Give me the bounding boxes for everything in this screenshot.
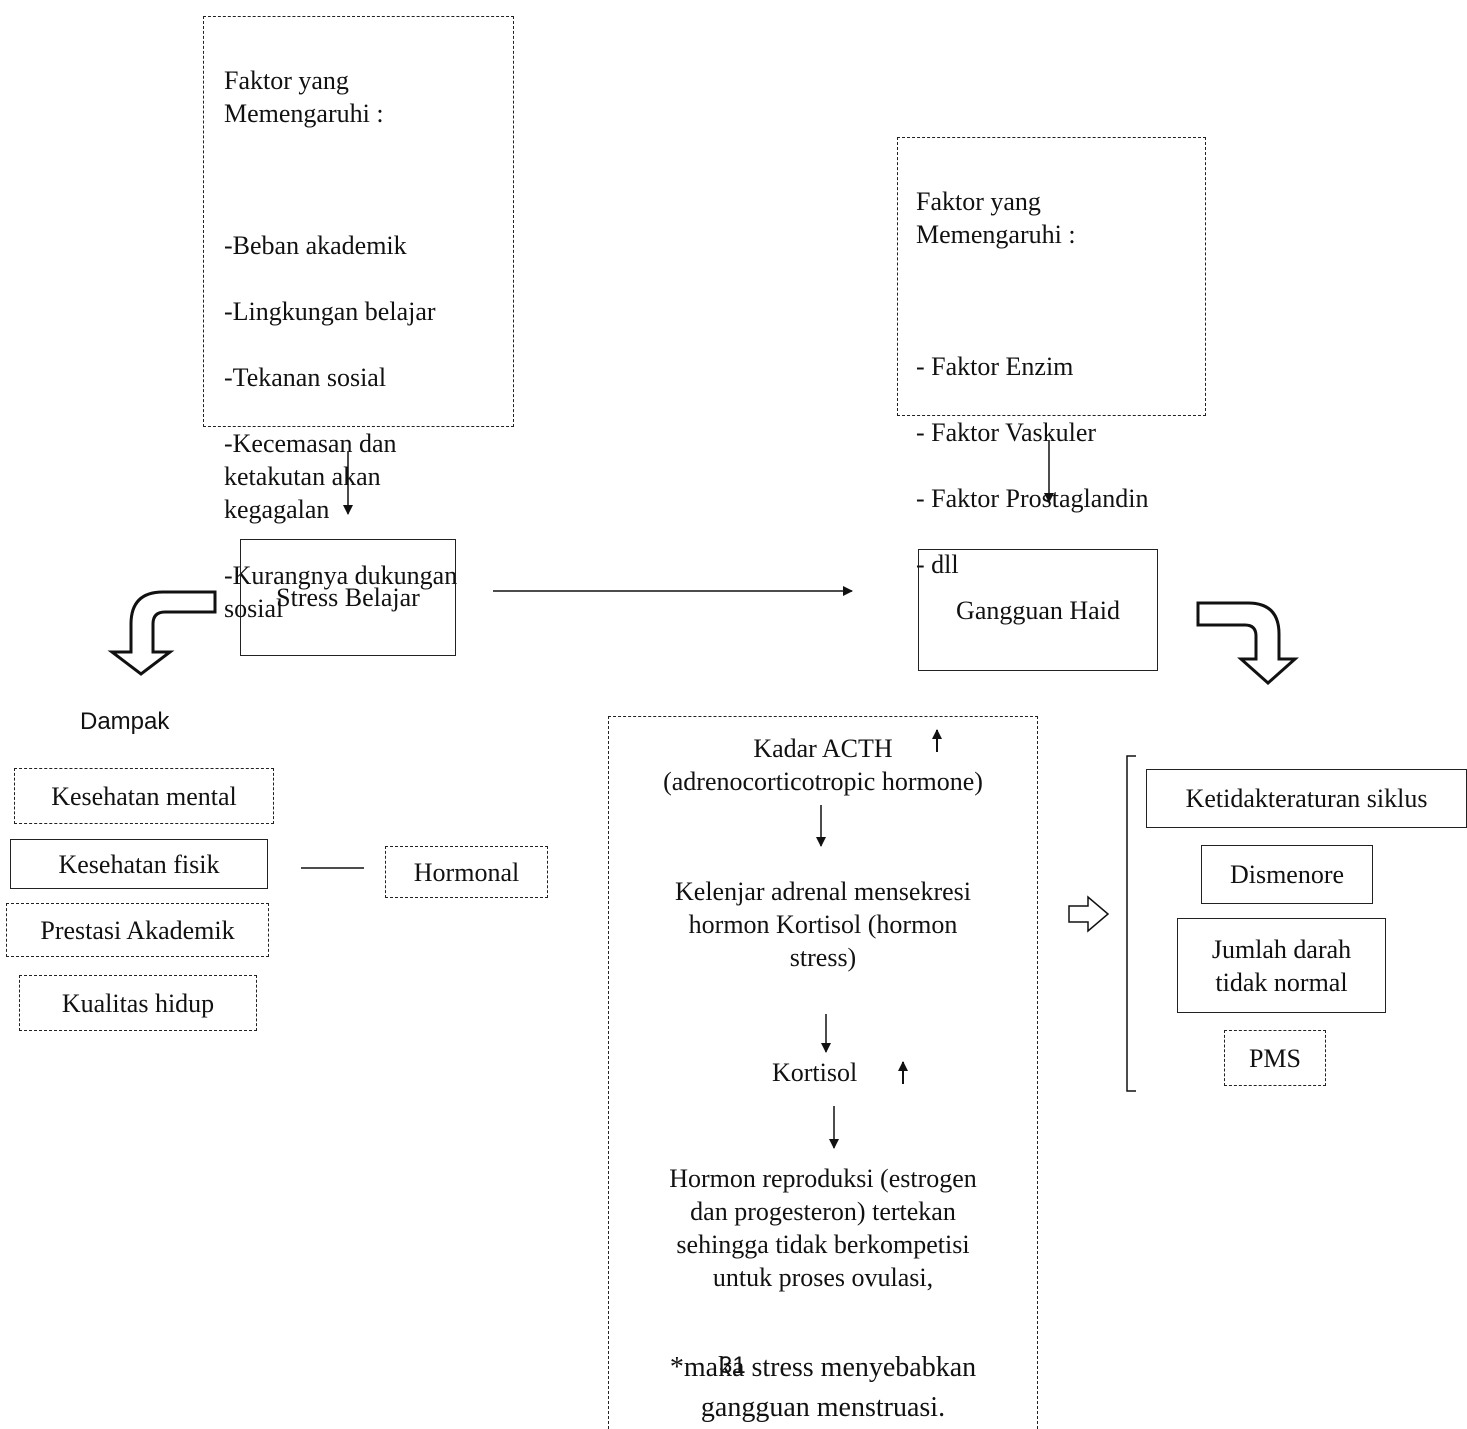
bent-arrow-left-icon bbox=[107, 590, 217, 676]
faktor-left-heading: Faktor yang Memengaruhi : bbox=[224, 66, 384, 128]
acth-text: Kadar ACTH (adrenocorticotropic hormone) bbox=[663, 734, 983, 796]
faktor-right-item: - Faktor Vaskuler bbox=[916, 418, 1097, 447]
dampak-item: Kesehatan mental bbox=[14, 768, 274, 824]
faktor-right-box: Faktor yang Memengaruhi : - Faktor Enzim… bbox=[897, 137, 1206, 579]
reproduksi-text: Hormon reproduksi (estrogen dan progeste… bbox=[669, 1164, 977, 1292]
kortisol-text: Kortisol bbox=[772, 1058, 858, 1087]
faktor-left-item: -Beban akademik bbox=[224, 231, 407, 260]
gangguan-item: Jumlah darah tidak normal bbox=[1177, 918, 1386, 1013]
stress-belajar-box: Stress Belajar bbox=[240, 539, 456, 656]
gangguan-haid-label: Gangguan Haid bbox=[956, 595, 1120, 625]
hollow-right-arrow-icon bbox=[1068, 895, 1110, 933]
stress-belajar-label: Stress Belajar bbox=[276, 583, 420, 612]
faktor-left-item: -Kurangnya dukungan sosial bbox=[224, 561, 458, 623]
gangguan-item: Dismenore bbox=[1201, 845, 1373, 904]
dampak-item: Kesehatan fisik bbox=[10, 839, 268, 889]
bent-arrow-right-icon bbox=[1196, 601, 1299, 686]
bracket bbox=[1126, 755, 1136, 1092]
faktor-right-item: - dll bbox=[916, 550, 959, 579]
faktor-right-item: - Faktor Prostaglandin bbox=[916, 484, 1149, 513]
faktor-right-item: - Faktor Enzim bbox=[916, 352, 1074, 381]
gangguan-item: PMS bbox=[1224, 1030, 1326, 1086]
faktor-left-item: -Kecemasan dan ketakutan akan kegagalan bbox=[224, 429, 397, 524]
adrenal-text: Kelenjar adrenal mensekresi hormon Korti… bbox=[675, 877, 971, 972]
faktor-left-item: -Tekanan sosial bbox=[224, 363, 387, 392]
faktor-right-heading: Faktor yang Memengaruhi : bbox=[916, 187, 1076, 249]
mechanism-box bbox=[608, 716, 1038, 1429]
faktor-left-item: -Lingkungan belajar bbox=[224, 297, 436, 326]
hormonal-box: Hormonal bbox=[385, 846, 548, 898]
faktor-left-box: Faktor yang Memengaruhi : -Beban akademi… bbox=[203, 16, 514, 623]
dampak-title: Dampak bbox=[80, 708, 170, 735]
dampak-item: Kualitas hidup bbox=[19, 975, 257, 1031]
conclusion-text: *maka stress menyebabkan gangguan menstr… bbox=[669, 1352, 977, 1423]
gangguan-haid-box: Gangguan Haid bbox=[918, 549, 1158, 671]
gangguan-item: Ketidakteraturan siklus bbox=[1146, 769, 1467, 828]
page-number: 31 bbox=[719, 1352, 746, 1379]
dampak-item: Prestasi Akademik bbox=[6, 903, 269, 957]
